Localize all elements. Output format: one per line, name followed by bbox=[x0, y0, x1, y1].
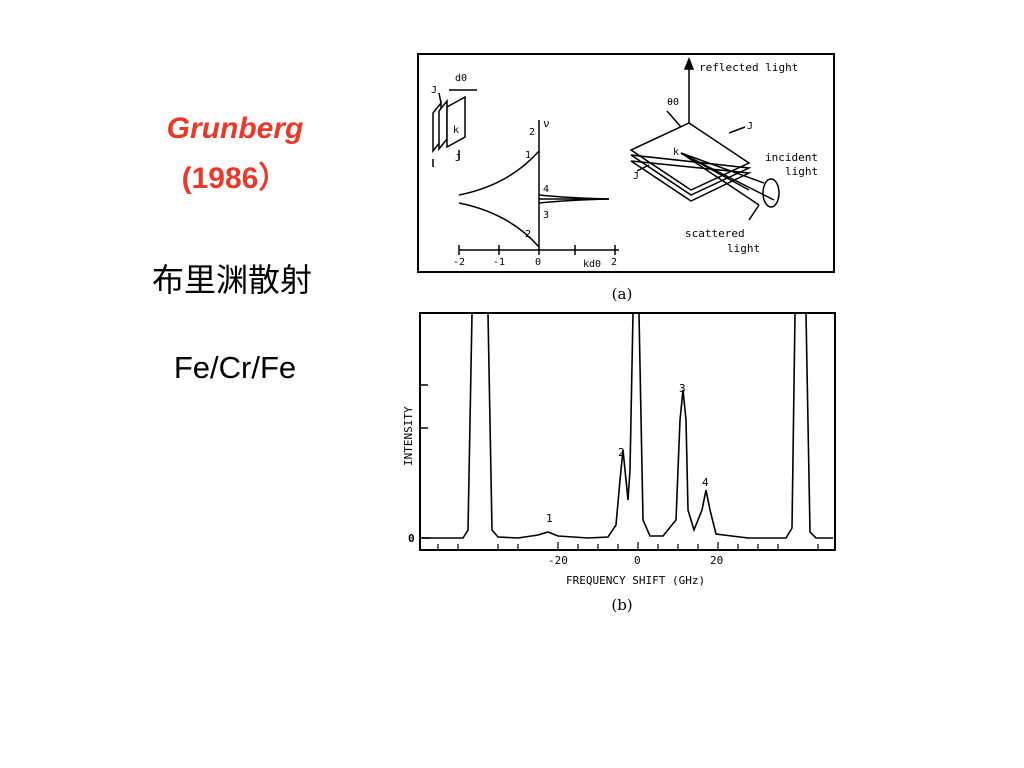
peak-label-3: 3 bbox=[679, 382, 686, 395]
label-nu: ν bbox=[543, 117, 550, 130]
label-incident-2: light bbox=[785, 165, 818, 178]
title-year: (1986） bbox=[181, 162, 289, 195]
caption-b: (b) bbox=[611, 596, 633, 614]
tick-a-2: 0 bbox=[535, 257, 541, 268]
label-reflected-light: reflected light bbox=[699, 61, 798, 74]
dispersion-plot bbox=[458, 120, 619, 255]
title-author: Grunberg bbox=[166, 112, 304, 145]
x-tick-20: 20 bbox=[710, 554, 723, 567]
tick-a-3: 2 bbox=[611, 257, 617, 268]
figure-a-drawing: d0 J k J ν 2 1 4 3 2 -2 -1 0 2 kd0 bbox=[431, 56, 818, 270]
label-mode-3: 3 bbox=[543, 210, 549, 221]
tick-a-0: -2 bbox=[453, 257, 465, 268]
label-j-left: J bbox=[633, 171, 639, 182]
x-axis-label: FREQUENCY SHIFT (GHz) bbox=[566, 574, 705, 587]
label-mode-2-top: 2 bbox=[529, 127, 535, 138]
peak-label-1: 1 bbox=[546, 512, 553, 525]
caption-a: (a) bbox=[611, 285, 633, 303]
subtitle-brillouin: 布里渊散射 bbox=[151, 261, 312, 299]
label-j-right: J bbox=[747, 121, 753, 132]
scattering-geometry bbox=[629, 56, 780, 221]
x-minor-ticks bbox=[437, 542, 819, 550]
label-d0: d0 bbox=[455, 73, 467, 84]
y-zero-label: 0 bbox=[408, 532, 415, 545]
figure-b-spectrum: 1 2 3 4 0 INTENSITY -20 0 20 FREQUENCY S… bbox=[402, 312, 836, 587]
figure-a-panel: d0 J k J ν 2 1 4 3 2 -2 -1 0 2 kd0 bbox=[417, 53, 835, 273]
label-mode-2-bottom: 2 bbox=[525, 229, 531, 240]
label-scattered-1: scattered bbox=[685, 227, 745, 240]
label-mode-4: 4 bbox=[543, 184, 549, 195]
y-axis-label: INTENSITY bbox=[402, 406, 415, 466]
label-kd0: kd0 bbox=[583, 259, 601, 270]
label-j-bottom: J bbox=[455, 153, 461, 164]
label-incident-1: incident bbox=[765, 151, 818, 164]
x-tick-0: 0 bbox=[634, 554, 641, 567]
tick-a-1: -1 bbox=[493, 257, 505, 268]
spectrum-frame bbox=[419, 312, 836, 551]
figure-b-panel: 1 2 3 4 0 INTENSITY -20 0 20 FREQUENCY S… bbox=[388, 310, 843, 592]
x-tick-minus-20: -20 bbox=[548, 554, 568, 567]
spectrum-trace bbox=[422, 313, 833, 539]
sample-sketch bbox=[432, 89, 477, 167]
label-mode-1: 1 bbox=[525, 150, 531, 161]
label-k-right: k bbox=[673, 147, 679, 158]
material-label: Fe/Cr/Fe bbox=[173, 350, 297, 385]
label-j-top: J bbox=[431, 85, 437, 96]
label-k-layer: k bbox=[453, 125, 459, 136]
peak-label-4: 4 bbox=[702, 476, 709, 489]
peak-label-2: 2 bbox=[618, 446, 625, 459]
label-theta0: θ0 bbox=[667, 97, 679, 108]
label-scattered-2: light bbox=[727, 242, 760, 255]
